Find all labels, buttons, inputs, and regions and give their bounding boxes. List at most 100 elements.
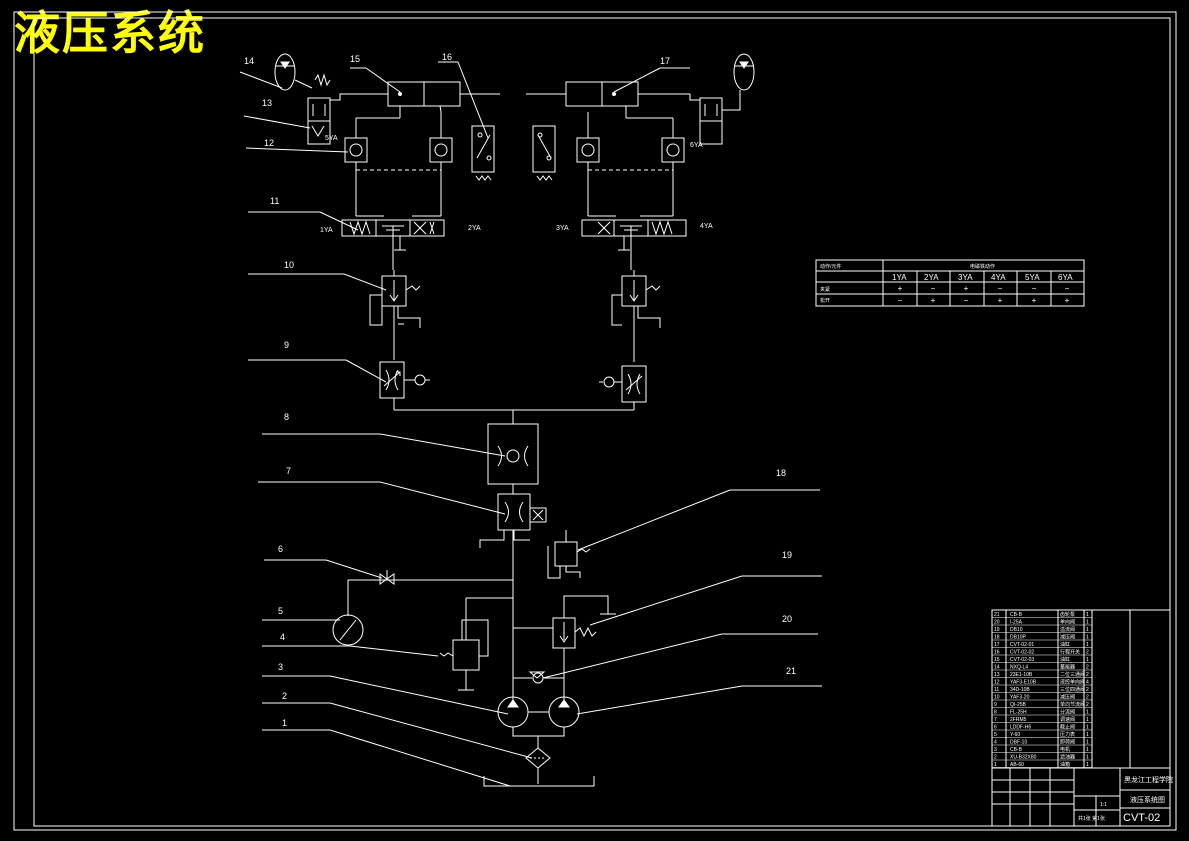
title-block: 黑龙江工程学院 液压系统图 CVT-02 1:1 共1张 第1张	[1078, 775, 1173, 824]
parts-no: 20	[994, 620, 1000, 626]
parts-name: 电机	[1060, 746, 1070, 753]
title-block-grid	[991, 767, 1171, 827]
callout-4: 4	[280, 632, 285, 642]
parts-name: 卸荷阀	[1060, 739, 1075, 746]
parts-no: 8	[994, 710, 997, 716]
action-row-2-label: 松开	[820, 297, 830, 304]
parts-name: 三位四通阀	[1060, 686, 1085, 693]
callout-3: 3	[278, 662, 283, 672]
coil-6YA: 6YA	[690, 142, 703, 149]
drawing-number: CVT-02	[1123, 812, 1160, 824]
coil-3YA: 3YA	[556, 225, 569, 232]
action-value-r1-c3: +	[964, 284, 969, 293]
parts-code: LDDF-H6	[1010, 725, 1031, 731]
parts-code: XU-B32X80	[1010, 755, 1037, 761]
callout-17: 17	[660, 56, 670, 66]
unloading-valve-4	[452, 639, 480, 671]
parts-name: 滤油器	[1060, 754, 1075, 761]
parts-no: 1	[994, 762, 997, 768]
callout-7: 7	[286, 466, 291, 476]
callout-2: 2	[282, 691, 287, 701]
leader-lines	[239, 61, 822, 787]
parts-qty: 1	[1086, 642, 1089, 648]
action-value-r2-c4: +	[998, 296, 1003, 305]
parts-no: 21	[994, 612, 1000, 618]
callout-8: 8	[284, 412, 289, 422]
action-col-2: 2YA	[924, 273, 939, 282]
check-valve-12d	[661, 137, 685, 163]
action-col-5: 5YA	[1025, 273, 1040, 282]
callout-9: 9	[284, 340, 289, 350]
parts-no: 14	[994, 665, 1000, 671]
action-value-r1-c4: −	[998, 284, 1003, 293]
throttle-valve-9	[379, 361, 405, 399]
parts-name: 减压阀	[1060, 634, 1075, 641]
parts-code: YAF3-E10B	[1010, 680, 1037, 686]
parts-code: FL-25H	[1010, 710, 1027, 716]
action-value-r2-c6: +	[1065, 296, 1070, 305]
parts-no: 12	[994, 680, 1000, 686]
inner-border	[33, 17, 1171, 827]
parts-no: 19	[994, 627, 1000, 633]
action-col-1: 1YA	[892, 273, 907, 282]
callout-18: 18	[776, 468, 786, 478]
action-value-r1-c5: −	[1032, 284, 1037, 293]
parts-name: 压力表	[1060, 731, 1075, 738]
parts-qty: 1	[1086, 725, 1089, 731]
action-value-r2-c1: −	[898, 296, 903, 305]
outer-border	[13, 11, 1177, 831]
parts-name: 油箱	[1060, 761, 1070, 768]
stop-valve-6	[379, 573, 395, 585]
parts-no: 5	[994, 732, 997, 738]
parts-qty: 1	[1086, 740, 1089, 746]
parts-name: 油缸	[1060, 641, 1070, 648]
parts-code: DB10P	[1010, 635, 1027, 641]
action-row-1-label: 夹紧	[820, 286, 830, 293]
parts-qty: 1	[1086, 732, 1089, 738]
parts-code: CB-B	[1010, 747, 1023, 753]
check-valve-12a	[344, 137, 368, 163]
callout-labels: 1 2 3 4 5 6 7 8 9 10 11 12 13 14 15 16 1…	[244, 52, 796, 728]
parts-code: CB-B	[1010, 612, 1023, 618]
parts-no: 4	[994, 740, 997, 746]
speed-valve-7	[497, 493, 531, 531]
action-value-r1-c6: −	[1065, 284, 1070, 293]
parts-name: 齿轮泵	[1060, 611, 1075, 618]
parts-code: 34D-10B	[1010, 687, 1030, 693]
action-table-corner: 动作/元件	[820, 263, 841, 270]
scale: 1:1	[1100, 802, 1107, 808]
parts-qty: 2	[1086, 702, 1089, 708]
callout-16: 16	[442, 52, 452, 62]
parts-qty: 2	[1086, 650, 1089, 656]
check-valve-12b	[429, 137, 453, 163]
action-value-r1-c2: −	[931, 284, 936, 293]
coil-1YA: 1YA	[320, 227, 333, 234]
callout-19: 19	[782, 550, 792, 560]
parts-no: 9	[994, 702, 997, 708]
action-col-6: 6YA	[1058, 273, 1073, 282]
parts-qty: 2	[1086, 672, 1089, 678]
parts-name: 减压阀	[1060, 694, 1075, 701]
action-table-group-header: 电磁铁动作	[970, 263, 995, 270]
callout-14: 14	[244, 56, 254, 66]
callout-12: 12	[264, 138, 274, 148]
accumulator-14b	[733, 53, 755, 91]
limit-switch-16b	[532, 125, 556, 173]
parts-name: 分流阀	[1060, 709, 1075, 716]
parts-qty: 1	[1086, 747, 1089, 753]
action-value-r2-c3: −	[964, 296, 969, 305]
parts-no: 18	[994, 635, 1000, 641]
coil-2YA: 2YA	[468, 225, 481, 232]
action-value-r2-c5: +	[1032, 296, 1037, 305]
coil-labels: 1YA 2YA 3YA 4YA 5YA 6YA	[320, 135, 713, 234]
callout-10: 10	[284, 260, 294, 270]
sheet-info: 共1张 第1张	[1078, 815, 1105, 822]
parts-name: 单向节流阀	[1060, 701, 1085, 708]
parts-no: 15	[994, 657, 1000, 663]
parts-no: 16	[994, 650, 1000, 656]
coil-5YA: 5YA	[325, 135, 338, 142]
parts-qty: 1	[1086, 612, 1089, 618]
action-table-grid	[815, 259, 1085, 307]
